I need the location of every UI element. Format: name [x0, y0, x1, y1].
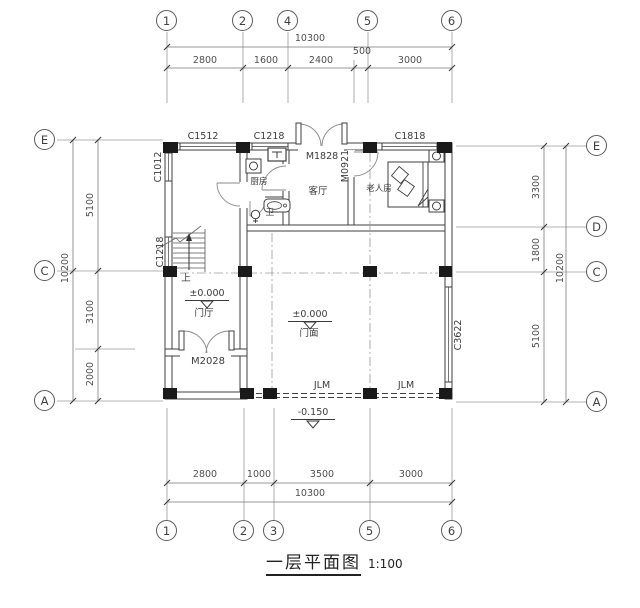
- axis-right-E: E: [586, 135, 607, 156]
- axis-left-A: A: [34, 390, 55, 411]
- stairs-up-arrowhead: [186, 233, 192, 241]
- window-midlines: [168, 146, 449, 382]
- axis-bottom-6: 6: [441, 520, 462, 541]
- centerlines: [180, 153, 438, 388]
- kitchen-sink-icon: [245, 158, 262, 174]
- axis-right-D: D: [586, 216, 607, 237]
- room-label-wc: 卫: [265, 208, 275, 218]
- stairs-up-label: 上: [181, 273, 191, 284]
- axis-bottom-5: 5: [359, 520, 380, 541]
- dim-left-seg-5100: 5100: [85, 192, 96, 218]
- room-label-storefront: 门面: [299, 328, 319, 339]
- room-label-kitchen: 厨房: [250, 177, 268, 187]
- dim-top-seg-3000: 3000: [397, 55, 423, 66]
- shutter-label-jlm-left: JLM: [313, 380, 331, 391]
- axis-right-C: C: [586, 261, 607, 282]
- nightstand-icons: [428, 149, 445, 213]
- door-swings: [183, 123, 379, 354]
- dim-left-overall: 10200: [60, 252, 71, 284]
- axis-top-4: 4: [277, 10, 298, 31]
- dim-top-seg-2400: 2400: [308, 55, 334, 66]
- room-label-bedroom: 老人房: [366, 184, 392, 194]
- door-label-m0921: M0921: [340, 149, 351, 183]
- level-mark-storefront: ±0.000: [288, 309, 332, 322]
- window-label-c1012: C1012: [153, 151, 164, 183]
- axis-top-6: 6: [441, 10, 462, 31]
- window-label-c1818: C1818: [394, 131, 426, 142]
- bathtub-icon: [263, 198, 291, 213]
- dim-right-overall: 10200: [555, 252, 566, 284]
- axis-right-A: A: [586, 391, 607, 412]
- door-label-m2028: M2028: [190, 356, 226, 367]
- columns: [163, 142, 452, 399]
- dimension-ticks: [69, 43, 570, 506]
- window-label-c3622: C3622: [453, 319, 464, 351]
- dimension-lines: [72, 46, 567, 503]
- door-openings: [180, 142, 355, 357]
- dim-bottom-overall: 10300: [294, 488, 326, 499]
- dim-top-seg-1600: 1600: [253, 55, 279, 66]
- dim-top-seg-2800: 2800: [192, 55, 218, 66]
- axis-bottom-2: 2: [233, 520, 254, 541]
- window-label-c1218-top: C1218: [253, 131, 285, 142]
- axis-bottom-3: 3: [263, 520, 284, 541]
- level-mark-triangles: [199, 300, 321, 429]
- level-mark-foyer: ±0.000: [185, 288, 229, 301]
- drawing-title: 一层平面图: [266, 553, 361, 576]
- axis-bottom-1: 1: [156, 520, 177, 541]
- axis-left-C: C: [34, 260, 55, 281]
- shutter-label-jlm-right: JLM: [397, 380, 415, 391]
- dim-bottom-seg-1000: 1000: [246, 469, 272, 480]
- dim-bottom-seg-2800: 2800: [192, 469, 218, 480]
- dim-bottom-seg-3000: 3000: [398, 469, 424, 480]
- axis-top-1: 1: [156, 10, 177, 31]
- axis-lines: [57, 32, 586, 520]
- axis-top-2: 2: [232, 10, 253, 31]
- dim-top-overall: 10300: [294, 33, 326, 44]
- water-heater-icon: [267, 147, 287, 162]
- window-label-c1218-left: C1218: [155, 236, 166, 268]
- axis-left-E: E: [34, 129, 55, 150]
- drawing-scale: 1:100: [368, 557, 403, 571]
- window-label-c1512: C1512: [187, 131, 219, 142]
- bed-icon: [387, 161, 429, 208]
- room-label-foyer: 门厅: [194, 308, 214, 319]
- dim-right-seg-5100: 5100: [531, 323, 542, 349]
- dim-right-seg-3300: 3300: [531, 174, 542, 200]
- dim-right-seg-1800: 1800: [531, 237, 542, 263]
- door-leaves: [178, 122, 348, 351]
- level-mark-outdoor: -0.150: [291, 407, 335, 420]
- door-label-m1828: M1828: [305, 151, 339, 162]
- axis-top-5: 5: [357, 10, 378, 31]
- stairs: [156, 225, 206, 272]
- dim-left-seg-2000: 2000: [85, 361, 96, 387]
- drawing-title-block: 一层平面图 1:100: [266, 548, 403, 576]
- dim-bottom-seg-3500: 3500: [309, 469, 335, 480]
- dim-top-seg-500: 500: [352, 46, 372, 57]
- toilet-icon: [250, 209, 261, 223]
- dim-left-seg-3100: 3100: [85, 299, 96, 325]
- roller-shutter-line: [247, 393, 452, 398]
- room-label-living: 客厅: [308, 186, 328, 197]
